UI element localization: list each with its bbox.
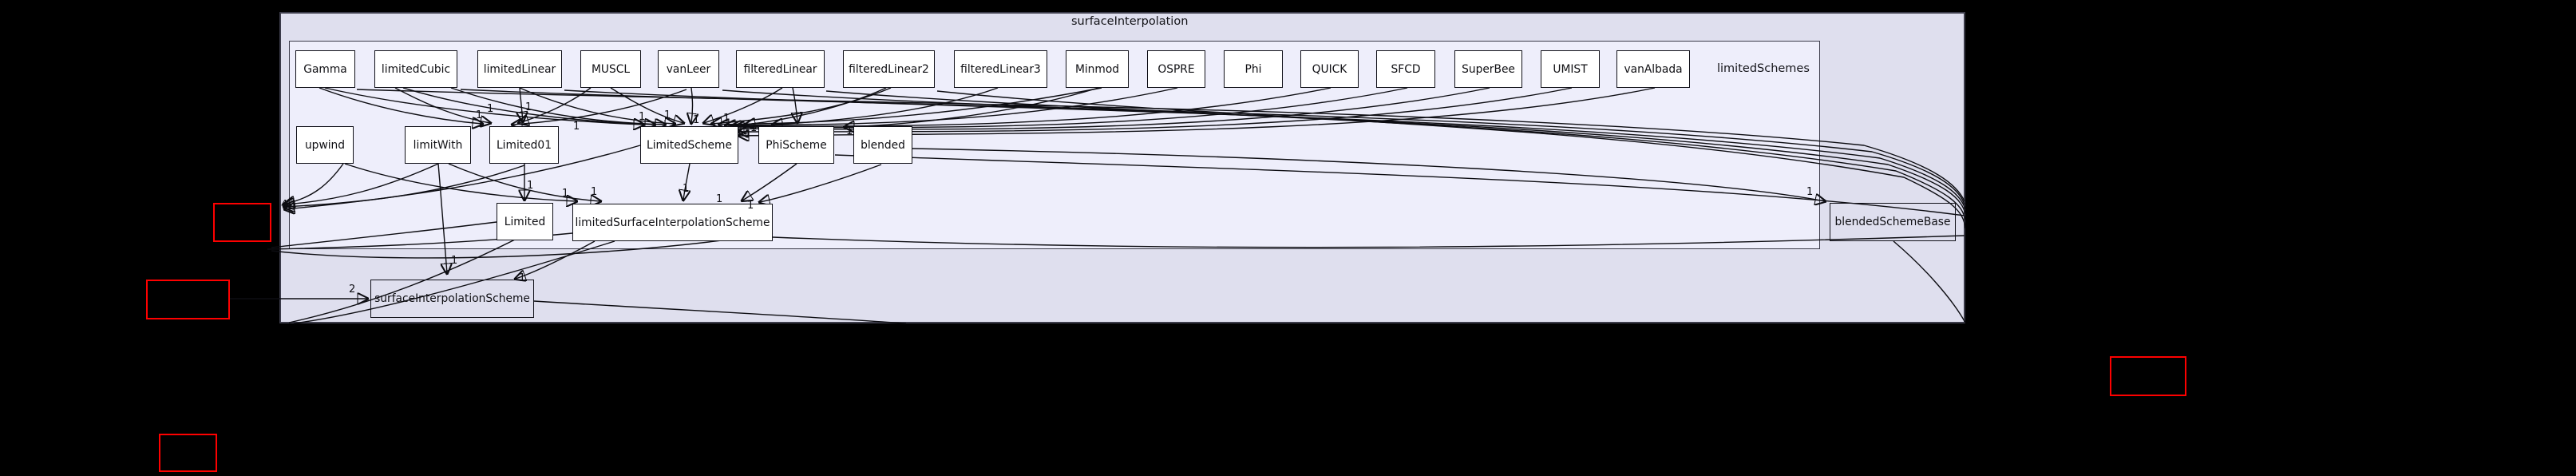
node-limitedCubic[interactable]: limitedCubic <box>374 50 457 88</box>
node-QUICK[interactable]: QUICK <box>1300 50 1359 88</box>
node-UMIST[interactable]: UMIST <box>1541 50 1600 88</box>
edge-count-label: 1 <box>639 111 646 123</box>
edge-count-label: 1 <box>846 125 853 137</box>
truncated-node[interactable] <box>159 434 217 472</box>
node-Limited01[interactable]: Limited01 <box>489 126 559 164</box>
edge-count-label: 1 <box>519 272 526 284</box>
node-filteredLinear2[interactable]: filteredLinear2 <box>843 50 935 88</box>
edge-count-label: 1 <box>750 122 758 134</box>
edge-count-label: 1 <box>716 193 723 205</box>
node-limitWith[interactable]: limitWith <box>405 126 471 164</box>
node-limitedLinear[interactable]: limitedLinear <box>477 50 562 88</box>
node-SFCD[interactable]: SFCD <box>1376 50 1435 88</box>
node-vanLeer[interactable]: vanLeer <box>658 50 719 88</box>
truncated-node[interactable] <box>146 280 230 319</box>
edge-count-label: 1 <box>664 109 671 121</box>
node-SuperBee[interactable]: SuperBee <box>1454 50 1522 88</box>
edge-count-label: 1 <box>693 114 700 126</box>
node-blended[interactable]: blended <box>853 126 912 164</box>
edge-count-label: 1 <box>1806 186 1814 198</box>
outer-cluster-label: surfaceInterpolation <box>1071 15 1189 28</box>
edge-count-label: 1 <box>487 103 494 115</box>
node-filteredLinear[interactable]: filteredLinear <box>736 50 825 88</box>
edge-count-label: 1 <box>525 101 532 113</box>
node-Phi[interactable]: Phi <box>1224 50 1283 88</box>
node-Minmod[interactable]: Minmod <box>1066 50 1129 88</box>
node-limitedSurfaceInterpolationScheme[interactable]: limitedSurfaceInterpolationScheme <box>572 204 773 241</box>
node-upwind[interactable]: upwind <box>296 126 354 164</box>
edge-count-label: 1 <box>747 200 754 212</box>
node-MUSCL[interactable]: MUSCL <box>580 50 641 88</box>
node-OSPRE[interactable]: OSPRE <box>1147 50 1205 88</box>
node-blendedSchemeBase[interactable]: blendedSchemeBase <box>1830 203 1956 241</box>
edge-count-label: 2 <box>349 284 356 296</box>
truncated-node[interactable] <box>213 203 271 242</box>
node-vanAlbada[interactable]: vanAlbada <box>1616 50 1690 88</box>
edge-count-label: 1 <box>562 188 569 200</box>
node-LimitedScheme[interactable]: LimitedScheme <box>640 126 738 164</box>
node-surfaceInterpolationScheme[interactable]: surfaceInterpolationScheme <box>370 280 534 318</box>
inner-cluster-label: limitedSchemes <box>1717 62 1810 75</box>
edge-count-label: 1 <box>573 121 580 133</box>
node-PhiScheme[interactable]: PhiScheme <box>758 126 834 164</box>
edge-count-label: 1 <box>476 109 483 121</box>
node-Gamma[interactable]: Gamma <box>295 50 355 88</box>
edge-count-label: 1 <box>451 255 458 267</box>
edge-count-label: 1 <box>723 113 730 125</box>
truncated-node[interactable] <box>2110 356 2186 396</box>
node-Limited[interactable]: Limited <box>497 203 553 240</box>
node-filteredLinear3[interactable]: filteredLinear3 <box>954 50 1047 88</box>
edge-count-label: 1 <box>591 186 598 198</box>
edge-count-label: 4 <box>281 199 288 211</box>
edge-count-label: 1 <box>683 183 690 195</box>
edge-count-label: 1 <box>527 180 534 192</box>
